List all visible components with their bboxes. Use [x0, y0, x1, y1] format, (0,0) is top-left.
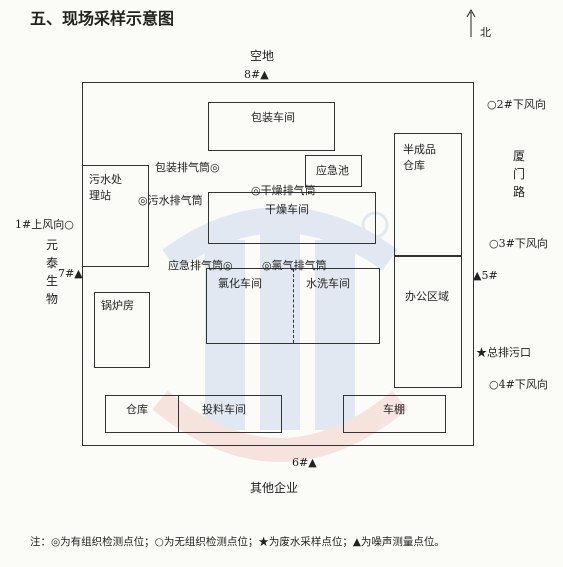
- chlorination-washing-block: 氯化车间 水洗车间: [206, 268, 380, 344]
- workshop-divider: [293, 269, 294, 343]
- point-1: 1#上风向○: [15, 218, 74, 231]
- office-area-label: 办公区域: [405, 290, 449, 303]
- stack-chlorine: ◎氯气排气筒: [262, 259, 327, 272]
- drying-workshop-label: 干燥车间: [265, 203, 309, 216]
- washing-workshop-label: 水洗车间: [306, 277, 350, 290]
- stack-emergency: 应急排气筒◎: [168, 259, 233, 272]
- bicycle-shed-label: 车棚: [383, 403, 405, 416]
- north-label: 北: [480, 26, 491, 39]
- stack-packaging: 包装排气筒◎: [155, 161, 220, 174]
- sewage-station: 污水处理站: [82, 165, 149, 267]
- packaging-workshop-label: 包装车间: [251, 111, 295, 124]
- stack-sewage: ◎污水排气筒: [138, 194, 203, 207]
- point-5: ▲5#: [473, 269, 498, 282]
- point-3: ○3#下风向: [489, 237, 548, 250]
- boiler-room: 锅炉房: [94, 292, 150, 368]
- sewage-station-label: 污水处理站: [89, 173, 122, 202]
- page-title: 五、现场采样示意图: [30, 9, 175, 28]
- warehouse-feeding-block: 仓库 投料车间: [105, 395, 282, 433]
- north-arrow-icon: [466, 8, 476, 37]
- semi-finished-warehouse-label: 半成品仓库: [403, 143, 436, 172]
- boiler-room-label: 锅炉房: [101, 299, 134, 312]
- chlorination-workshop-label: 氯化车间: [218, 277, 262, 290]
- emergency-pool: 应急池: [305, 155, 362, 187]
- bicycle-shed: 车棚: [343, 395, 446, 433]
- point-outfall: ★总排污口: [476, 346, 531, 359]
- packaging-workshop: 包装车间: [208, 102, 335, 151]
- watermark-logo: [152, 207, 408, 462]
- emergency-pool-label: 应急池: [316, 164, 349, 177]
- stack-drying: ◎干燥排气筒: [251, 184, 316, 197]
- semi-finished-warehouse: 半成品仓库: [394, 133, 462, 256]
- warehouse-divider: [178, 396, 179, 432]
- drying-workshop: 干燥车间: [208, 192, 376, 244]
- feeding-workshop-label: 投料车间: [202, 403, 246, 416]
- legend-note: 注：◎为有组织检测点位；○为无组织检测点位；★为废水采样点位；▲为噪声测量点位。: [30, 536, 445, 548]
- label-neighbor-company: 元泰生物: [45, 238, 58, 306]
- point-2: ○2#下风向: [487, 98, 546, 111]
- office-area: 办公区域: [394, 256, 462, 388]
- label-xiamen-road: 厦门路: [512, 149, 525, 199]
- label-vacant-land: 空地: [250, 49, 275, 63]
- point-6: 6#▲: [292, 456, 317, 469]
- point-4: ○4#下风向: [489, 378, 548, 391]
- label-other-enterprises: 其他企业: [250, 481, 299, 495]
- point-7: 7#▲: [58, 267, 83, 280]
- point-8: 8#▲: [244, 68, 269, 81]
- warehouse-label: 仓库: [126, 403, 148, 416]
